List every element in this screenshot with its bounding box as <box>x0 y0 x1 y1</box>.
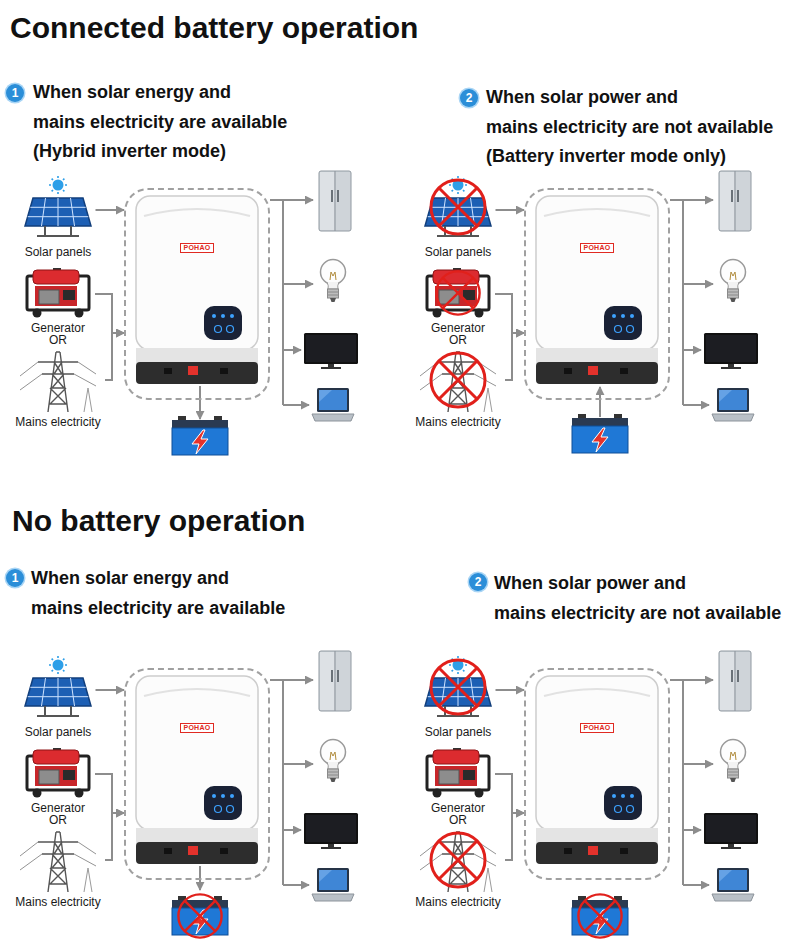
source-label: Generator <box>31 801 85 815</box>
panel-illustration <box>420 651 758 901</box>
inverter-outline: POHAO <box>124 668 270 880</box>
label-anchor: 1 <box>6 569 24 587</box>
mode-heading: When solar power and mains electricity a… <box>486 83 773 172</box>
generator-source: Generator <box>23 748 93 816</box>
solar-source: Solar panels <box>23 176 94 260</box>
generator-source: Generator <box>23 268 93 336</box>
section-title: Connected battery operation <box>10 10 418 46</box>
label-anchor: 2 <box>460 89 478 107</box>
callout-number: 1 <box>6 569 24 587</box>
unavailable-cross <box>436 271 479 314</box>
power-arrow <box>496 209 525 211</box>
source-label: Solar panels <box>425 245 492 259</box>
power-arrow <box>495 294 524 333</box>
brand-label: POHAO <box>180 243 213 253</box>
mode-heading: When solar energy and mains electricity … <box>31 564 285 623</box>
unavailable-cross <box>431 353 485 407</box>
source-label: Mains electricity <box>415 415 500 429</box>
unavailable-cross <box>431 660 485 714</box>
source-label: Mains electricity <box>15 895 100 909</box>
source-label: Generator <box>31 321 85 335</box>
power-arrow <box>505 813 524 860</box>
mains-source: Mains electricity <box>13 348 103 430</box>
inverter-outline: POHAO <box>524 188 670 400</box>
battery-icon <box>172 416 228 455</box>
power-arrow <box>96 689 125 691</box>
panel-no-battery-grid <box>20 651 358 938</box>
mode-heading: When solar energy and mains electricity … <box>33 78 287 167</box>
label-anchor: OR <box>49 333 67 347</box>
callout-number: 2 <box>469 573 487 591</box>
panel-battery-only <box>420 171 758 453</box>
or-label: OR <box>449 333 467 347</box>
label-anchor: OR <box>449 813 467 827</box>
battery-discharge-arrow <box>599 387 601 417</box>
panel-no-battery-generator <box>420 651 758 938</box>
label-anchor: OR <box>49 813 67 827</box>
solar-source: Solar panels <box>423 176 494 260</box>
source-label: Solar panels <box>425 725 492 739</box>
battery-arrow <box>199 866 201 890</box>
brand-label: POHAO <box>180 723 213 733</box>
or-label: OR <box>449 813 467 827</box>
panel-illustration <box>20 651 358 901</box>
source-label: Generator <box>431 801 485 815</box>
solar-source: Solar panels <box>423 656 494 740</box>
or-label: OR <box>49 813 67 827</box>
power-arrow <box>105 333 124 380</box>
mains-source: Mains electricity <box>13 828 103 910</box>
section-title: No battery operation <box>12 503 305 539</box>
power-arrow <box>505 333 524 380</box>
callout-number: 1 <box>6 84 24 102</box>
battery-icon <box>572 414 628 453</box>
label-anchor: When solar power and mains electricity a… <box>494 569 781 628</box>
label-anchor: Connected battery operation <box>10 10 418 46</box>
mains-source: Mains electricity <box>413 348 503 430</box>
label-anchor: When solar energy and mains electricity … <box>31 564 285 623</box>
panel-illustration <box>20 171 358 421</box>
source-label: Generator <box>431 321 485 335</box>
source-label: Mains electricity <box>415 895 500 909</box>
source-label: Mains electricity <box>15 415 100 429</box>
label-anchor: When solar power and mains electricity a… <box>486 83 773 172</box>
or-label: OR <box>49 333 67 347</box>
brand-label: POHAO <box>580 723 613 733</box>
inverter-outline: POHAO <box>124 188 270 400</box>
unavailable-cross <box>431 833 485 887</box>
unavailable-cross <box>178 894 221 937</box>
panel-illustration <box>420 171 758 421</box>
generator-source: Generator <box>423 748 493 816</box>
power-arrow <box>495 774 524 813</box>
panel-hybrid <box>20 171 358 455</box>
power-arrow <box>96 209 125 211</box>
power-arrow <box>95 774 124 813</box>
inverter-outline: POHAO <box>524 668 670 880</box>
source-label: Solar panels <box>25 245 92 259</box>
power-arrow <box>105 813 124 860</box>
generator-source: Generator <box>423 268 493 336</box>
power-arrow <box>496 689 525 691</box>
brand-label: POHAO <box>580 243 613 253</box>
label-anchor: When solar energy and mains electricity … <box>33 78 287 167</box>
label-anchor: OR <box>449 333 467 347</box>
mains-source: Mains electricity <box>413 828 503 910</box>
label-anchor: No battery operation <box>12 503 305 539</box>
callout-number: 2 <box>460 89 478 107</box>
label-anchor: 1 <box>6 84 24 102</box>
power-arrow <box>95 294 124 333</box>
unavailable-cross <box>431 180 485 234</box>
source-label: Solar panels <box>25 725 92 739</box>
battery-charge-arrow <box>199 386 201 419</box>
unavailable-cross <box>578 894 621 937</box>
mode-heading: When solar power and mains electricity a… <box>494 569 781 628</box>
label-anchor: 2 <box>469 573 487 591</box>
solar-source: Solar panels <box>23 656 94 740</box>
